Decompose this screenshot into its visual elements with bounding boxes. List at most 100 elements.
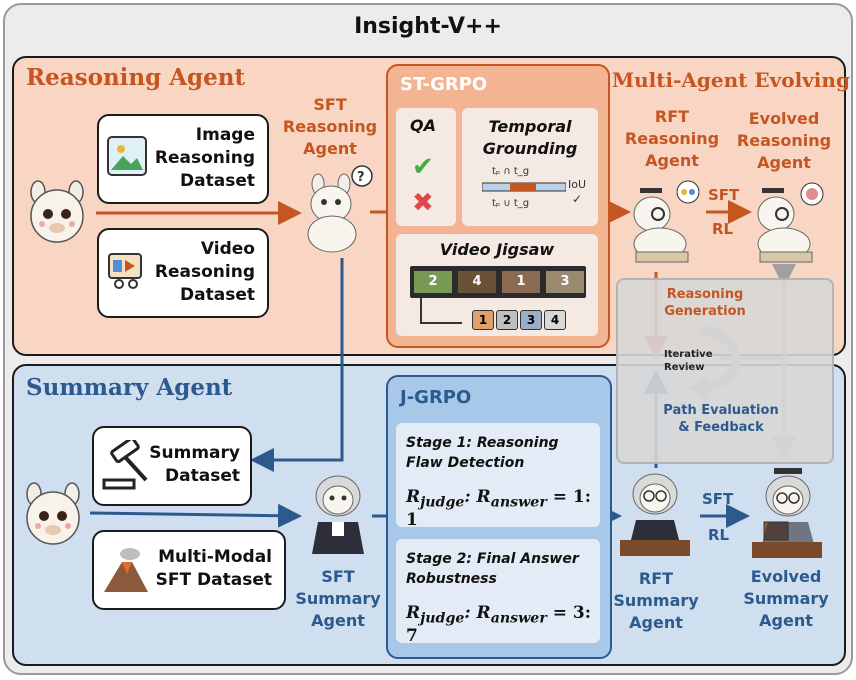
temporal-grounding-card: Temporal Grounding tₚ ∩ t_g IoU ✓ tₚ ∪ t…: [462, 108, 598, 226]
stage1-line1: Stage 1: Reasoning: [406, 435, 559, 451]
temporal-grounding-label: Temporal Grounding: [462, 116, 598, 160]
qa-card: QA ✔ ✖: [396, 108, 456, 226]
video-reasoning-dataset-box: Video Reasoning Dataset: [97, 228, 269, 318]
iou-label: IoU: [568, 178, 587, 191]
temporal-line1: Temporal: [488, 117, 572, 136]
check-icon: ✔: [412, 152, 434, 182]
evolved-reasoning-agent-label: Evolved Reasoning Agent: [734, 108, 834, 174]
reasoning-agent-title: Reasoning Agent: [26, 64, 246, 91]
st-grpo-title: ST-GRPO: [400, 74, 488, 95]
path-evaluation-label: Path Evaluation & Feedback: [656, 402, 786, 436]
summary-agent-title: Summary Agent: [26, 374, 233, 401]
video-reasoning-dataset-label: Video Reasoning Dataset: [154, 239, 255, 305]
rft-summary-agent-label: RFT Summary Agent: [606, 568, 706, 634]
stage2-line1: Stage 2: Final Answer: [406, 551, 579, 567]
video-icon: [107, 250, 145, 290]
evolved-summary-llama-icon: [746, 466, 828, 560]
llama-summary-input-icon: [20, 476, 86, 548]
rft-reasoning-llama-icon: [628, 180, 704, 266]
evolved-summary-agent-label: Evolved Summary Agent: [736, 566, 836, 632]
path-evaluation-line1: Path Evaluation: [663, 403, 779, 418]
r-answer-sub: answer: [490, 494, 547, 511]
j-grpo-title: J-GRPO: [400, 387, 472, 408]
diagram-title: Insight-V++: [354, 14, 502, 39]
jigsaw-order-connector: [420, 298, 462, 324]
rft-summary-line2: Summary: [613, 591, 699, 610]
iou-bar-icon: [482, 182, 566, 192]
sft-reasoning-line2: Reasoning: [282, 117, 378, 136]
jigsaw-frame: 4: [458, 271, 496, 293]
stage1-ratio: 1: 1: [406, 487, 591, 531]
llama-reasoning-input-icon: [24, 174, 90, 246]
j-grpo-panel: J-GRPO Stage 1: Reasoning Flaw Detection…: [386, 375, 612, 659]
multimodal-sft-dataset-label: Multi-Modal SFT Dataset: [155, 547, 272, 590]
r-answer-sub: answer: [490, 610, 547, 627]
summary-rl-label: RL: [708, 526, 730, 544]
rft-reasoning-line1: RFT: [654, 107, 690, 126]
arrow-sft-reasoning-to-summary-dataset: [250, 258, 344, 472]
jigsaw-frame: 1: [502, 271, 540, 293]
iterative-review-panel: [616, 278, 834, 464]
iou-check-icon: ✓: [572, 192, 583, 206]
multimodal-sft-dataset-box: Multi-Modal SFT Dataset: [92, 530, 286, 610]
reasoning-rl-label: RL: [712, 220, 734, 238]
rft-summary-line1: RFT: [638, 569, 674, 588]
evolved-summary-line2: Summary: [743, 589, 829, 608]
summary-dataset-box: Summary Dataset: [92, 426, 252, 506]
sft-summary-agent-label: SFT Summary Agent: [288, 566, 388, 632]
sft-reasoning-agent-label: SFT Reasoning Agent: [280, 94, 380, 160]
path-evaluation-line2: & Feedback: [678, 420, 764, 435]
sft-reasoning-line1: SFT: [313, 95, 347, 114]
evolved-reasoning-line1: Evolved: [748, 109, 820, 128]
jigsaw-order-tile: 4: [544, 310, 566, 330]
tp-cup-tg: tₚ ∪ t_g: [492, 198, 530, 209]
film-strip: 2 4 1 3: [410, 266, 586, 298]
rft-reasoning-line3: Agent: [645, 151, 699, 170]
tp-cap-tg: tₚ ∩ t_g: [492, 166, 530, 177]
evolved-summary-line1: Evolved: [750, 567, 822, 586]
video-jigsaw-label: Video Jigsaw: [439, 240, 555, 259]
rft-reasoning-line2: Reasoning: [624, 129, 720, 148]
temporal-line2: Grounding: [482, 139, 578, 158]
cross-icon: ✖: [412, 188, 434, 218]
jigsaw-order-tile: 1: [472, 310, 494, 330]
stage2-line2: Robustness: [406, 571, 497, 587]
sft-summary-llama-icon: [302, 470, 374, 556]
r-judge-sub: judge: [420, 494, 465, 511]
sft-summary-line1: SFT: [321, 567, 355, 586]
summary-dataset-label: Summary Dataset: [149, 443, 240, 486]
arrow-datasets-to-sft-summary: [89, 503, 302, 528]
sft-reasoning-llama-icon: ?: [300, 164, 380, 256]
st-grpo-panel: ST-GRPO QA ✔ ✖ Temporal Grounding tₚ ∩ t…: [386, 64, 610, 348]
reasoning-generation-line1: Reasoning: [666, 287, 744, 302]
iterative-review-line1: Iterative: [664, 349, 713, 360]
rft-reasoning-agent-label: RFT Reasoning Agent: [622, 106, 722, 172]
reasoning-generation-line2: Generation: [664, 304, 746, 319]
stage2-label: Stage 2: Final Answer Robustness: [406, 549, 579, 589]
iterative-review-line2: Review: [664, 362, 705, 373]
svg-text:?: ?: [357, 170, 365, 185]
stage2-ratio: 3: 7: [406, 603, 591, 647]
image-icon: [107, 136, 147, 176]
image-reasoning-dataset-label: Image Reasoning Dataset: [154, 125, 255, 191]
sft-summary-line3: Agent: [311, 611, 365, 630]
qa-label: QA: [410, 116, 436, 135]
stage1-card: Stage 1: Reasoning Flaw Detection Rjudge…: [396, 423, 600, 531]
jigsaw-frame: 2: [414, 271, 452, 293]
gavel-icon: [102, 440, 152, 492]
rft-summary-line3: Agent: [629, 613, 683, 632]
multi-agent-evolving-title: Multi-Agent Evolving: [612, 68, 850, 92]
image-reasoning-dataset-box: Image Reasoning Dataset: [97, 114, 269, 204]
stage1-label: Stage 1: Reasoning Flaw Detection: [406, 433, 559, 473]
stage1-formula: Rjudge: Ranswer = 1: 1: [406, 487, 591, 531]
stage2-card: Stage 2: Final Answer Robustness Rjudge:…: [396, 539, 600, 647]
summary-sft-label: SFT: [702, 490, 734, 508]
jigsaw-order-tile: 2: [496, 310, 518, 330]
r-judge-sub: judge: [420, 610, 465, 627]
iterative-review-label: Iterative Review: [664, 348, 712, 374]
video-jigsaw-card: Video Jigsaw 2 4 1 3 1 2 3 4: [396, 234, 598, 336]
evolved-reasoning-line3: Agent: [757, 153, 811, 172]
rft-summary-llama-icon: [614, 468, 696, 560]
evolved-reasoning-llama-icon: [750, 180, 826, 266]
